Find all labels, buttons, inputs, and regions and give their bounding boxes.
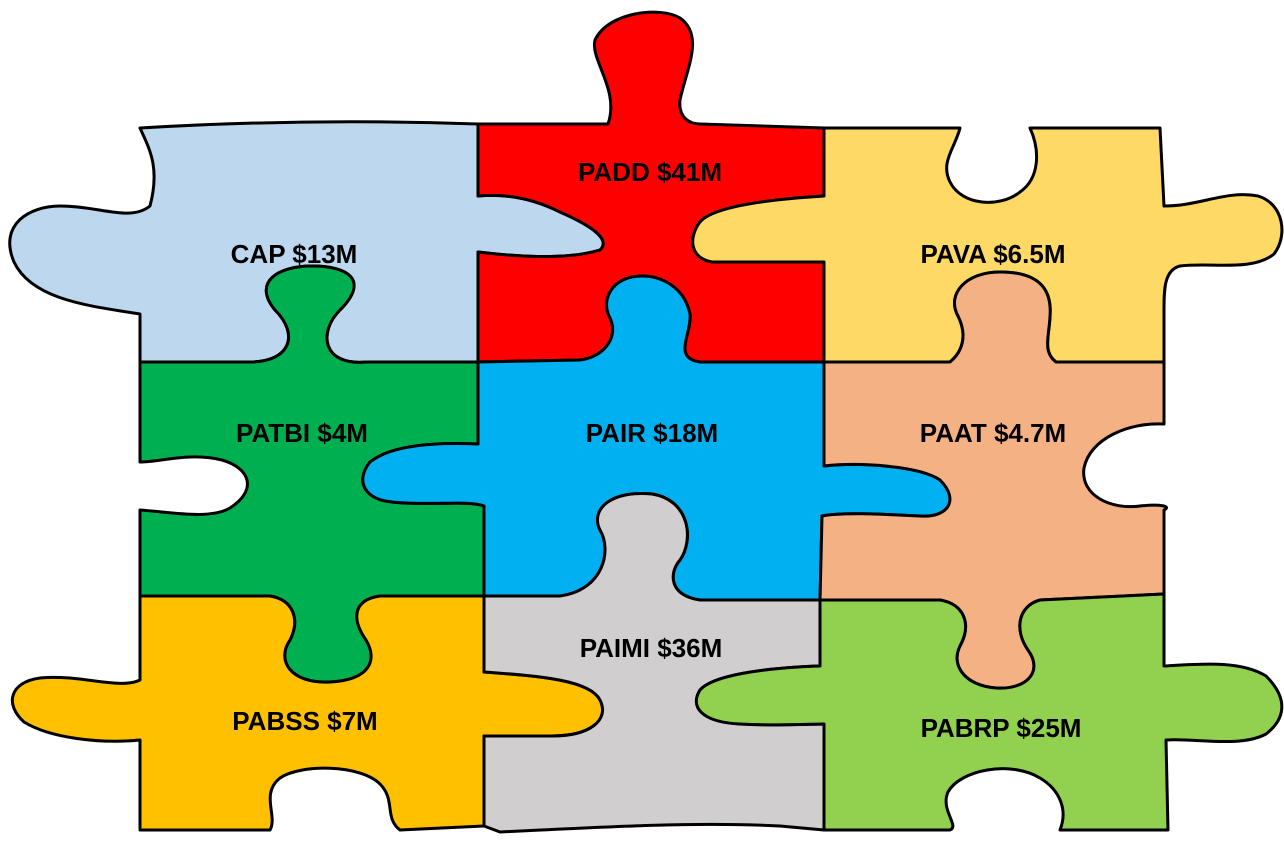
puzzle-piece-pava [691,126,1284,364]
piece-label-pabrp: PABRP $25M [921,713,1082,743]
piece-label-pava: PAVA $6.5M [921,239,1066,269]
piece-label-paimi: PAIMI $36M [580,633,723,663]
piece-label-pair: PAIR $18M [586,418,718,448]
piece-label-patbi: PATBI $4M [236,418,368,448]
piece-label-pabss: PABSS $7M [232,706,377,736]
piece-label-cap: CAP $13M [231,239,358,269]
piece-label-padd: PADD $41M [578,157,722,187]
puzzle-piece-pabrp [694,592,1284,832]
piece-label-paat: PAAT $4.7M [920,418,1066,448]
